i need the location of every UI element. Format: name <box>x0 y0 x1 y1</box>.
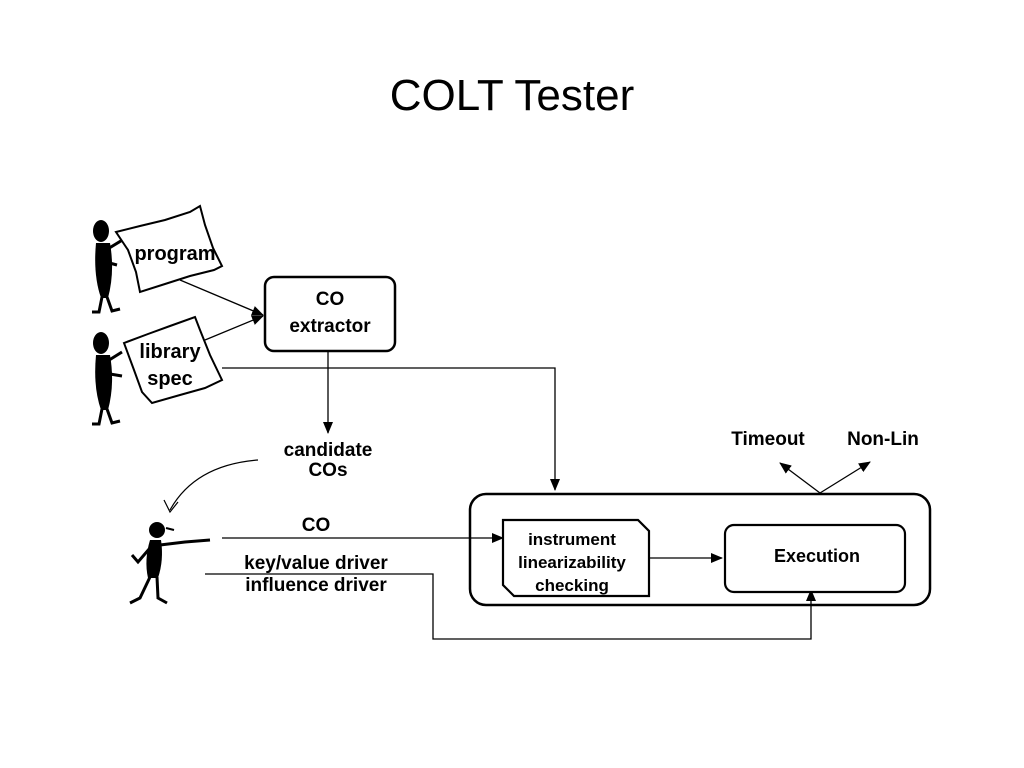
instrument-label-line3: checking <box>535 576 609 595</box>
timeout-label: Timeout <box>731 429 805 450</box>
execution-label: Execution <box>774 546 860 566</box>
program-sign: program <box>114 204 224 294</box>
candidate-cos-label-line1: candidate <box>284 440 373 461</box>
stick-figure-program <box>92 220 137 314</box>
instrument-label-line2: linearizability <box>518 553 626 572</box>
key-value-driver-label: key/value driver <box>244 553 388 574</box>
slide-title: COLT Tester <box>389 71 635 120</box>
influence-driver-label: influence driver <box>245 575 387 596</box>
stick-figure-pointing <box>129 522 211 605</box>
tester-box <box>468 492 932 607</box>
arrow-spec-to-extractor <box>204 315 264 341</box>
co-extractor-label-line2: extractor <box>289 316 371 337</box>
candidate-cos-label-line2: COs <box>308 460 347 481</box>
curved-arrow-candidates-to-driver <box>169 459 259 511</box>
connector-drivers-to-execution <box>205 573 816 640</box>
arrow-to-non-lin <box>819 461 871 494</box>
co-input-label: CO <box>302 515 331 536</box>
arrow-program-to-extractor <box>179 279 264 316</box>
non-lin-label: Non-Lin <box>847 429 919 450</box>
stick-figure-library-spec <box>92 332 123 426</box>
execution-box: Execution <box>723 523 907 594</box>
library-spec-label-line1: library <box>139 341 201 363</box>
instrument-label-line1: instrument <box>528 530 616 549</box>
co-extractor-label-line1: CO <box>316 289 345 310</box>
arrow-to-timeout <box>779 462 821 494</box>
library-spec-label-line2: spec <box>147 368 193 390</box>
co-extractor-box: CO extractor <box>263 275 397 353</box>
connector-spec-to-tester <box>222 367 560 491</box>
program-label: program <box>134 243 215 265</box>
instrument-box: instrument linearizability checking <box>501 518 651 598</box>
library-spec-sign: library spec <box>122 315 224 405</box>
